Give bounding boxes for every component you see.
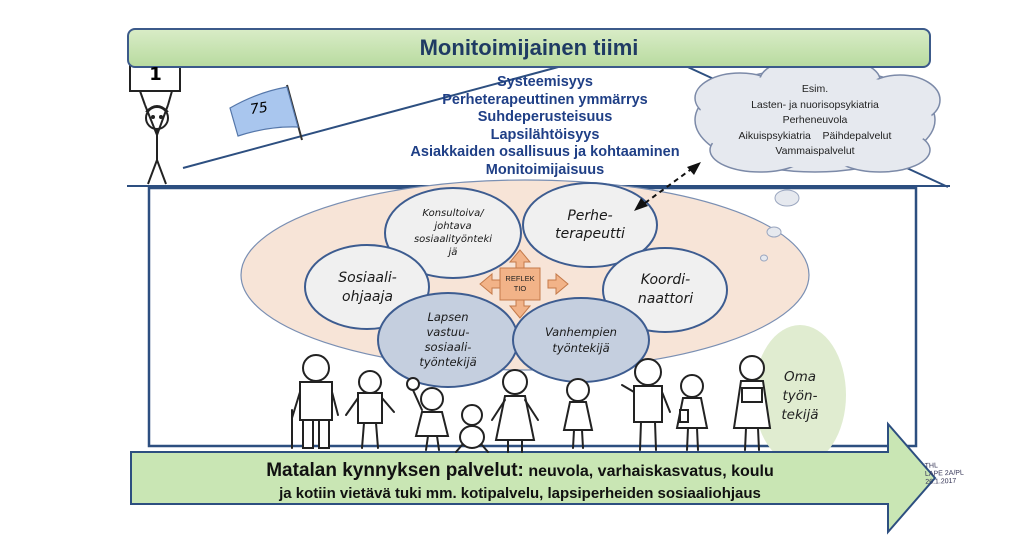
figure-grandfather bbox=[291, 354, 339, 449]
role-sosiaaliohjaaja: Sosiaali- ohjaaja bbox=[338, 269, 397, 305]
figure-baby bbox=[455, 404, 489, 453]
services-list-1: neuvola, varhaiskasvatus, koulu bbox=[523, 463, 774, 480]
figure-boy bbox=[345, 370, 395, 449]
services-arrow bbox=[130, 421, 937, 535]
services-line-2: ja kotiin vietävä tuki mm. kotipalvelu, … bbox=[279, 485, 761, 502]
family-figures bbox=[291, 354, 772, 453]
oma-ellipse bbox=[754, 325, 846, 465]
figure-girl-with-balloon bbox=[406, 377, 450, 451]
reflection-box bbox=[499, 267, 541, 301]
role-koordinaattori: Koordi- naattori bbox=[637, 271, 694, 307]
sign-number: 1 bbox=[149, 64, 162, 85]
principles-list: Systeemisyys Perheterapeuttinen ymmärrys… bbox=[380, 74, 710, 179]
role-lapsen-vastuusosiaalityontekija: Lapsen vastuu- sosiaali- työntekijä bbox=[419, 310, 477, 369]
services-heading: Matalan kynnyksen palvelut: bbox=[266, 460, 524, 481]
dashed-connector-arrow bbox=[634, 162, 701, 211]
cloud-bubble-2 bbox=[766, 226, 782, 238]
cloud-core bbox=[698, 72, 932, 168]
oma-tyontekija-label: Oma työn- tekijä bbox=[781, 369, 819, 423]
figure-girl bbox=[562, 378, 594, 449]
role-konsultoiva: Konsultoiva/ johtava sosiaalityönteki jä bbox=[413, 208, 493, 258]
role-vanhempien-tyontekija: Vanhempien työntekijä bbox=[545, 325, 617, 355]
credit-stamp: THL LAPE 2A/PL 26.1.2017 bbox=[925, 461, 976, 487]
role-ellipse-koordinaattori bbox=[602, 247, 728, 333]
principle-item: Suhdeperusteisuus bbox=[477, 109, 613, 125]
principle-item: Lapsilähtöisyys bbox=[490, 126, 600, 143]
cloud-bubble-3 bbox=[760, 254, 768, 262]
figure-father bbox=[621, 358, 671, 451]
cloud-text: Esim. Lasten- ja nuorisopsykiatria Perhe… bbox=[700, 82, 930, 160]
reflection-arrows bbox=[479, 249, 569, 319]
reflection-label: REFLEK TIO bbox=[505, 274, 535, 293]
services-text: Matalan kynnyksen palvelut: neuvola, var… bbox=[160, 460, 880, 505]
cloud-bubble-1 bbox=[774, 189, 800, 207]
role-ellipse-perheterapeutti bbox=[522, 182, 658, 268]
role-perheterapeutti: Perhe- terapeutti bbox=[555, 208, 625, 242]
principle-item: Perheterapeuttinen ymmärrys bbox=[442, 91, 648, 108]
figure-teen-girl bbox=[675, 374, 709, 451]
figure-mother bbox=[491, 369, 539, 453]
cloud-line: Esim. bbox=[801, 83, 829, 95]
cloud-line: Lasten- ja nuorisopsykiatria bbox=[751, 98, 879, 111]
cloud-line: Perheneuvola bbox=[782, 114, 848, 126]
principle-item: Monitoimijaisuus bbox=[485, 161, 605, 178]
cloud-line: Vammaispalvelut bbox=[775, 145, 855, 157]
title-text: Monitoimijainen tiimi bbox=[419, 35, 639, 60]
figure-worker bbox=[732, 355, 772, 451]
flag bbox=[229, 84, 303, 141]
role-ellipse-konsultoiva bbox=[384, 187, 522, 279]
principle-item: Systeemisyys bbox=[497, 74, 593, 90]
principle-item: Asiakkaiden osallisuus ja kohtaaminen bbox=[410, 144, 680, 160]
services-line-1: Matalan kynnyksen palvelut: neuvola, var… bbox=[160, 460, 880, 483]
title-banner: Monitoimijainen tiimi bbox=[127, 28, 931, 68]
cloud-line: Aikuispsykiatria Päihdepalvelut bbox=[738, 129, 892, 142]
